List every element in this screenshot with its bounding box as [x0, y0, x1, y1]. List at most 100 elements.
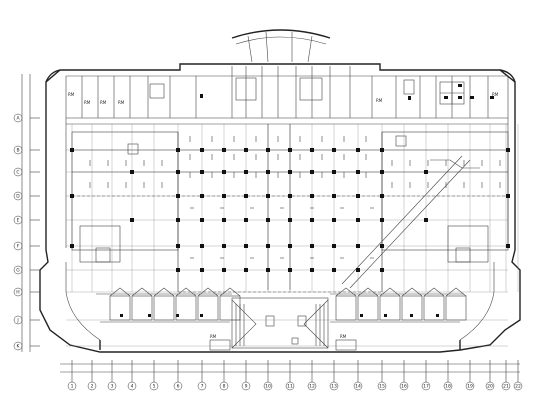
row-label-E: E	[17, 218, 20, 224]
column-43	[332, 170, 336, 174]
column-47	[332, 268, 336, 272]
annotation-7: RM	[210, 334, 217, 339]
column-13	[222, 170, 226, 174]
annotation-8: RM	[340, 334, 347, 339]
entrance-canopy	[231, 29, 331, 63]
column-10	[200, 244, 204, 248]
column-23	[244, 268, 248, 272]
column-50	[356, 194, 360, 198]
column-54	[380, 148, 384, 152]
column-25	[266, 170, 270, 174]
column-52	[356, 244, 360, 248]
column-53	[356, 268, 360, 272]
column-56	[380, 194, 384, 198]
row-bubble-E	[13, 215, 23, 225]
stall-bays	[109, 287, 467, 321]
column-60	[70, 148, 74, 152]
annotation-4: RM	[118, 100, 125, 105]
column-17	[222, 268, 226, 272]
column-58	[380, 244, 384, 248]
column-39	[310, 218, 314, 222]
column-24	[266, 148, 270, 152]
column-42	[332, 148, 336, 152]
axis-label-9: 9	[245, 384, 248, 390]
axis-label-6: 6	[177, 384, 180, 390]
column-33	[288, 218, 292, 222]
axis-label-10: 10	[265, 384, 271, 390]
column-32	[288, 194, 292, 198]
stall-roof-11	[219, 287, 241, 297]
column-1	[176, 170, 180, 174]
column-4	[176, 244, 180, 248]
column-48	[356, 148, 360, 152]
column-35	[288, 268, 292, 272]
column-41	[310, 268, 314, 272]
axis-bubble-17	[421, 381, 431, 391]
column-7	[200, 170, 204, 174]
stall-2	[131, 295, 153, 321]
axis-label-12: 12	[309, 384, 315, 390]
stall-roof-3	[131, 287, 153, 297]
axis-label-14: 14	[355, 384, 361, 390]
axis-label-3: 3	[111, 384, 114, 390]
stall-roof-9	[197, 287, 219, 297]
axis-bubble-7	[197, 381, 207, 391]
stall-10	[219, 295, 241, 321]
row-bubble-H	[13, 287, 23, 297]
row-label-D: D	[16, 194, 20, 200]
axis-bubble-13	[329, 381, 339, 391]
lighting-fixtures	[89, 136, 501, 259]
stall-roof-23	[445, 287, 467, 297]
axis-label-7: 7	[201, 384, 204, 390]
stall-20	[423, 295, 445, 321]
column-61	[70, 194, 74, 198]
column-49	[356, 170, 360, 174]
column-37	[310, 170, 314, 174]
annotation-1: RM	[68, 92, 75, 97]
row-label-A: A	[16, 116, 20, 122]
column-16	[222, 244, 226, 248]
column-59	[380, 268, 384, 272]
column-11	[200, 268, 204, 272]
column-9	[200, 218, 204, 222]
stall-14	[357, 295, 379, 321]
axis-label-17: 17	[423, 384, 429, 390]
column-45	[332, 218, 336, 222]
column-68	[424, 170, 428, 174]
column-14	[222, 194, 226, 198]
column-markers	[70, 148, 510, 272]
column-66	[130, 170, 134, 174]
axis-bubble-9	[241, 381, 251, 391]
room-annotations: RM RM RM RM RM RM RM RM	[68, 92, 499, 339]
annotation-6: RM	[492, 92, 499, 97]
axis-bubble-19	[465, 381, 475, 391]
column-40	[310, 244, 314, 248]
row-bubble-A	[13, 113, 23, 123]
row-label-C: C	[16, 170, 19, 176]
axis-label-8: 8	[223, 384, 226, 390]
axis-label-15: 15	[379, 384, 385, 390]
axis-label-20: 20	[487, 384, 493, 390]
axis-label-21: 21	[503, 384, 509, 390]
column-31	[288, 170, 292, 174]
axis-label-13: 13	[331, 384, 337, 390]
column-22	[244, 244, 248, 248]
service-rooms-top	[66, 66, 508, 125]
column-63	[506, 148, 510, 152]
column-46	[332, 244, 336, 248]
row-bubble-D	[13, 191, 23, 201]
annotation-2: RM	[84, 100, 91, 105]
stall-roof-19	[401, 287, 423, 297]
axis-bubble-5	[149, 381, 159, 391]
axis-label-1: 1	[71, 384, 74, 390]
column-12	[222, 148, 226, 152]
row-bubble-F	[13, 241, 23, 251]
column-62	[70, 244, 74, 248]
stall-roof-7	[175, 287, 197, 297]
column-34	[288, 244, 292, 248]
column-20	[244, 194, 248, 198]
axis-bubble-21	[501, 381, 511, 391]
